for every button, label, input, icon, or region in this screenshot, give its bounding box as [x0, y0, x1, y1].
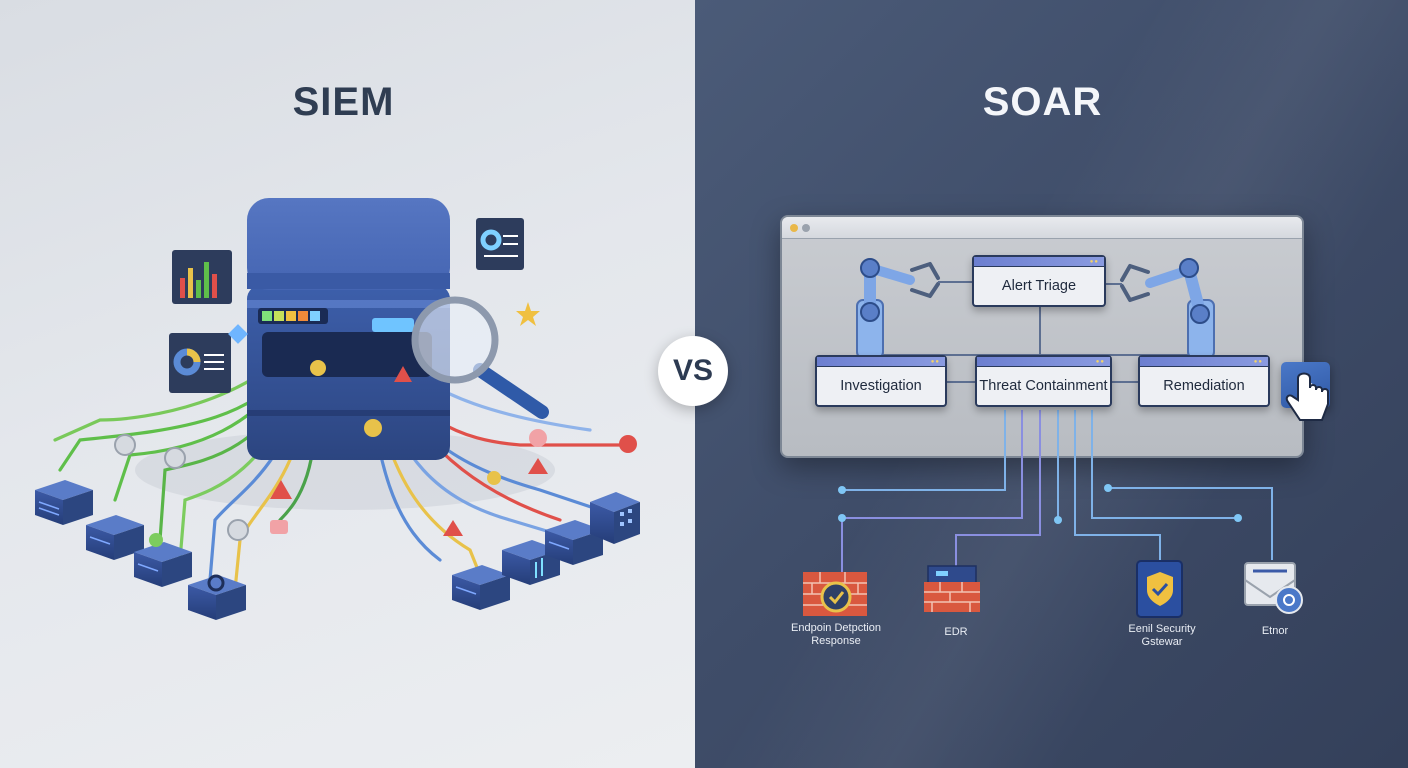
- workflow-node-label: Alert Triage: [1001, 278, 1077, 294]
- siem-server: [247, 198, 450, 460]
- tool-label-email-security: Eenil Security Gstewar: [1128, 623, 1196, 648]
- workflow-node-label: Remediation: [1163, 378, 1245, 394]
- workflow-node-alert-triage: ●● Alert Triage: [972, 255, 1106, 307]
- magnifier-icon: [411, 296, 549, 419]
- donut-card-icon: [169, 333, 231, 393]
- edr-firewall-icon: [924, 565, 980, 612]
- star-icon: [516, 302, 540, 326]
- email-icon: [1244, 562, 1303, 614]
- window-dot-icon: [790, 224, 798, 232]
- workflow-node-investigation: ●● Investigation: [815, 355, 947, 407]
- firewall-icon: [803, 572, 867, 616]
- chart-card-icon: [172, 250, 232, 304]
- tool-label-etnor: Etnor: [1261, 625, 1289, 637]
- diamond-icon: [228, 324, 248, 344]
- soar-title: SOAR: [982, 80, 1103, 124]
- alert-icons: [114, 360, 637, 547]
- shield-icon: [1136, 560, 1183, 618]
- siem-illustration: [35, 198, 640, 620]
- workflow-node-label: Threat Containment: [979, 378, 1108, 394]
- siem-data-source-boxes: [35, 480, 640, 620]
- robot-arm-left-icon: [856, 258, 972, 359]
- workflow-node-label: Investigation: [840, 378, 922, 394]
- vs-badge: VS: [658, 336, 728, 406]
- window-dot-icon: [802, 224, 810, 232]
- window-title-bar: [782, 217, 1302, 239]
- report-card-icon: [476, 218, 524, 270]
- robot-arm-right-icon: [1106, 258, 1215, 359]
- workflow-node-threat-containment: ●● Threat Containment: [975, 355, 1112, 407]
- tool-label-edr: EDR: [944, 626, 968, 638]
- siem-title: SIEM: [292, 80, 395, 124]
- tool-label-endpoint: Endpoin Detpction Response: [791, 622, 881, 647]
- workflow-node-remediation: ●● Remediation: [1138, 355, 1270, 407]
